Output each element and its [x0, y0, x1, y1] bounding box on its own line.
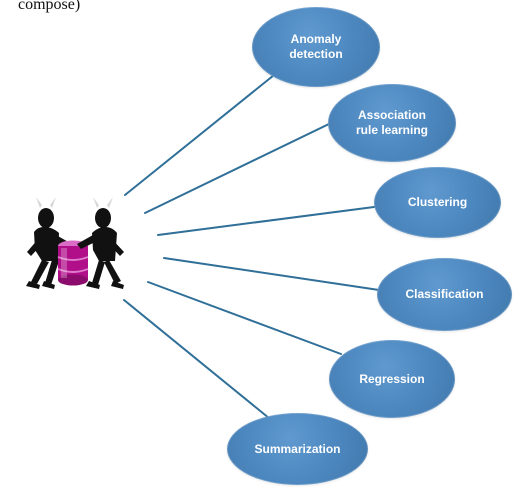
summarization-label: Summarization [254, 441, 341, 456]
association-rule-learning-node: Association rule learning [328, 84, 456, 162]
summarization-node: Summarization [227, 413, 368, 485]
classification-label: Classification [405, 287, 484, 301]
association-rule-learning-label: Association rule learning [355, 108, 429, 137]
connector-clustering [157, 206, 375, 236]
anomaly-detection-label: Anomaly detection [289, 32, 343, 61]
right-person-icon [77, 197, 124, 289]
connector-classification [163, 257, 380, 291]
connector-regression [147, 281, 342, 355]
anomaly-detection-node: Anomaly detection [252, 7, 380, 87]
left-person-icon [26, 197, 72, 289]
connector-lines [123, 66, 380, 424]
clustering-node: Clustering [374, 167, 501, 238]
connector-association [144, 122, 332, 214]
top-text-fragment: compose) [18, 0, 81, 13]
classification-node: Classification [377, 258, 512, 331]
connector-summarization [123, 299, 276, 424]
regression-label: Regression [359, 371, 425, 386]
clustering-label: Clustering [407, 195, 468, 209]
two-people-lifting-database-icon [26, 197, 124, 289]
connector-anomaly [124, 66, 285, 196]
regression-node: Regression [329, 340, 455, 418]
